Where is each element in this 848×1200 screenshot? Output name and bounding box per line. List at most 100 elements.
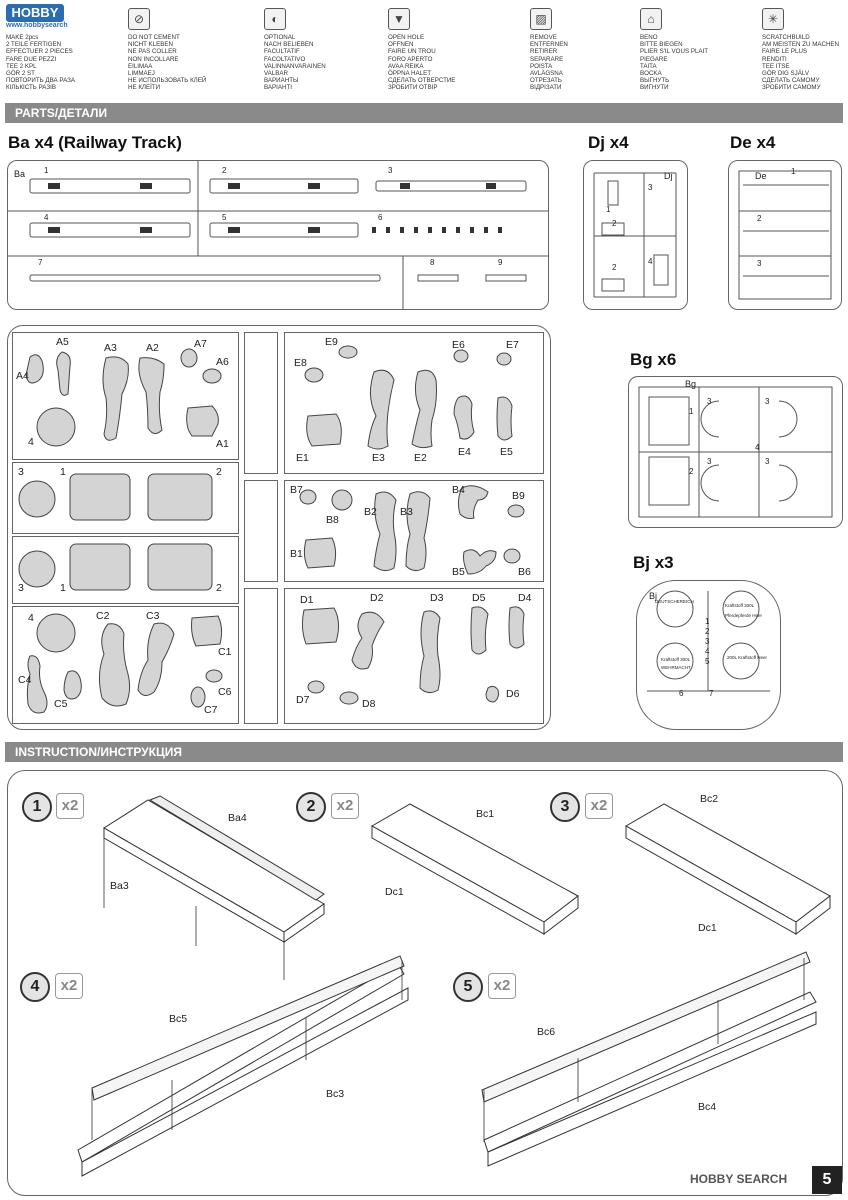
legend-line: BENO bbox=[640, 34, 658, 41]
part-number: 3 bbox=[388, 166, 393, 175]
watermark-logo: HOBBY www.hobbysearch bbox=[6, 4, 68, 29]
step-5-label-bc6: Bc6 bbox=[537, 1026, 556, 1038]
legend-line: PLIER S'IL VOUS PLAIT bbox=[640, 48, 709, 56]
legend-line: MAKE 2pcs bbox=[6, 34, 39, 41]
legend-line: PIEGARE bbox=[640, 55, 668, 63]
sprue-dj-title: Dj x4 bbox=[588, 133, 629, 152]
step-5-multiplier: x2 bbox=[488, 973, 516, 999]
figure-part-label: 2 bbox=[216, 582, 222, 594]
part-number: 5 bbox=[705, 657, 710, 666]
part-number: 4 bbox=[755, 443, 760, 452]
figure-part-label: D3 bbox=[430, 592, 444, 604]
figure-part-label: C3 bbox=[146, 610, 160, 622]
legend-line: FORO APERTO bbox=[388, 55, 433, 63]
part-number: 1 bbox=[705, 617, 710, 626]
legend-line: RETIRER bbox=[530, 48, 558, 56]
legend-line: LIMMAEJ bbox=[128, 70, 155, 78]
part-number: 3 bbox=[707, 457, 712, 466]
figure-part-label: D1 bbox=[300, 594, 314, 606]
figure-sprue-runner2 bbox=[244, 480, 278, 582]
figure-part-label: C6 bbox=[218, 686, 232, 698]
figure-part-label: B8 bbox=[326, 514, 339, 526]
part-number: 4 bbox=[705, 647, 710, 656]
figure-part-label: B1 bbox=[290, 548, 303, 560]
watermark-url: www.hobbysearch bbox=[6, 22, 68, 29]
figure-sprue-runner3 bbox=[244, 588, 278, 724]
sprue-code: Bg bbox=[685, 379, 697, 389]
step-1-label-ba3: Ba3 bbox=[110, 880, 129, 892]
figure-part-label: D7 bbox=[296, 694, 310, 706]
legend-line: NON INCOLLARE bbox=[128, 55, 179, 63]
legend-line: FACOLTATIVO bbox=[264, 55, 306, 63]
sprue-bg-title: Bg x6 bbox=[630, 350, 677, 369]
step-2-label-dc1: Dc1 bbox=[385, 886, 404, 898]
legend-line: FACULTATIF bbox=[264, 48, 300, 56]
figure-part-label: D8 bbox=[362, 698, 376, 710]
step-2-number: 2 bbox=[296, 792, 326, 822]
figure-part-label: C2 bbox=[96, 610, 110, 622]
figure-part-label: A1 bbox=[216, 438, 229, 450]
legend-line: FARE DUE PEZZI bbox=[6, 55, 57, 63]
legend-line: ВАРІАНТІ bbox=[264, 84, 292, 92]
sprue-bg-drawing bbox=[638, 386, 833, 518]
open-hole-icon: ▼ bbox=[388, 8, 410, 30]
figure-part-label: B5 bbox=[452, 566, 465, 578]
sprue-dj: Dj 1 2 2 3 4 bbox=[583, 160, 688, 310]
step-4-label-bc5: Bc5 bbox=[169, 1013, 188, 1025]
step-3-label-dc1: Dc1 bbox=[698, 922, 717, 934]
part-number: 7 bbox=[38, 258, 43, 267]
part-number: 9 bbox=[498, 258, 503, 267]
legend-line: TEE 2 KPL bbox=[6, 62, 37, 70]
part-number: 5 bbox=[222, 213, 227, 222]
part-number: 1 bbox=[689, 407, 694, 416]
legend-line: DO NOT CEMENT bbox=[128, 34, 180, 41]
figure-part-label: 1 bbox=[60, 466, 66, 478]
figure-part-label: A6 bbox=[216, 356, 229, 368]
figure-part-label: E7 bbox=[506, 339, 519, 351]
figure-part-label: B2 bbox=[364, 506, 377, 518]
legend-line: POISTA bbox=[530, 62, 553, 70]
scratchbuild-icon: ✳ bbox=[762, 8, 784, 30]
legend-line: GÖR 2 ST bbox=[6, 70, 35, 78]
part-number: 2 bbox=[705, 627, 710, 636]
decal-text: WEHRMACHT bbox=[661, 665, 691, 670]
legend-line: RENDITI bbox=[762, 55, 787, 63]
legend-line: СДЕЛАТЬ САМОМУ bbox=[762, 77, 820, 85]
figure-part-label: A4 bbox=[16, 370, 29, 382]
part-number: 1 bbox=[606, 205, 611, 214]
sprue-ba-drawing bbox=[8, 161, 548, 309]
part-number: 1 bbox=[44, 166, 49, 175]
step-4-number: 4 bbox=[20, 972, 50, 1002]
figure-part-label: A3 bbox=[104, 342, 117, 354]
sprue-code: Bj bbox=[649, 591, 658, 601]
figure-part-label: A7 bbox=[194, 338, 207, 350]
legend-line: TAITA bbox=[640, 62, 657, 70]
sprue-de-title: De x4 bbox=[730, 133, 776, 152]
legend-line: ВАРИАНТЫ bbox=[264, 77, 299, 85]
part-number: 4 bbox=[44, 213, 49, 222]
figure-part-label: E6 bbox=[452, 339, 465, 351]
step-1-label-ba4: Ba4 bbox=[228, 812, 247, 824]
figure-part-label: E4 bbox=[458, 446, 471, 458]
figure-part-label: E9 bbox=[325, 336, 338, 348]
legend-line: EFFECTUER 2 PIECES bbox=[6, 48, 73, 56]
part-number: 3 bbox=[648, 183, 653, 192]
legend-line: AVLÄGSNA bbox=[530, 70, 563, 78]
legend-line: NE PAS COLLER bbox=[128, 48, 177, 56]
part-number: 6 bbox=[378, 213, 383, 222]
part-number: 2 bbox=[222, 166, 227, 175]
page-number: 5 bbox=[812, 1166, 842, 1194]
decal-text: Kraftstoff 300L bbox=[661, 657, 691, 662]
legend-line: AM MEISTEN ZU MACHEN bbox=[762, 41, 840, 49]
legend-line: ЗРОБИТИ САМОМУ bbox=[762, 84, 821, 92]
figure-part-label: C4 bbox=[18, 674, 32, 686]
legend-line: OPTIONAL bbox=[264, 34, 296, 41]
